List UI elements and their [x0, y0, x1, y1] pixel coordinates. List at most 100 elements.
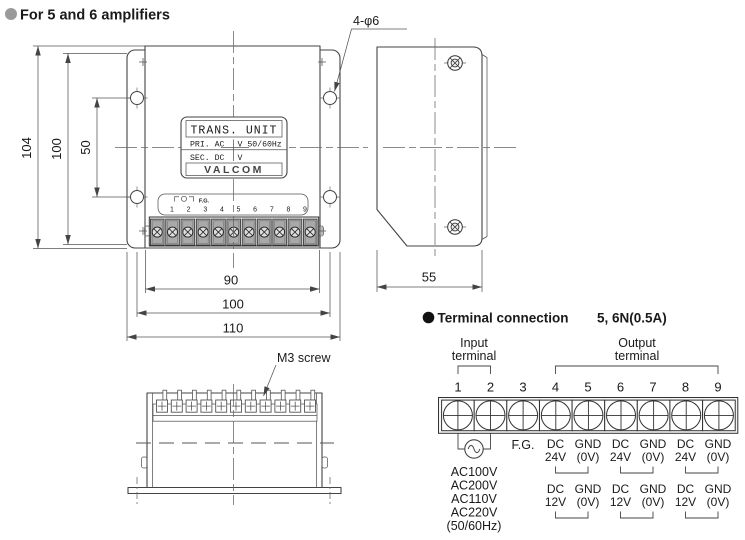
screw-terminal-icon: [506, 399, 540, 432]
terminal-number: 4: [220, 207, 224, 214]
screw-terminal-icon: [165, 218, 180, 246]
m3-callout: M3 screw: [263, 351, 331, 397]
terminal-number-plate: F.G. 1 2 3 4 5 6 7 8 9: [157, 193, 309, 216]
nameplate: TRANS. UNIT PRI. AC V 50/60Hz SEC. DC V …: [180, 116, 288, 179]
dc-label: DC: [677, 437, 695, 451]
terminal-number: 5: [237, 207, 241, 214]
screw-terminal-icon: [195, 218, 211, 246]
side-tab: [321, 456, 328, 469]
screw-terminal-icon: [669, 399, 704, 432]
terminal-number: 6: [253, 207, 257, 214]
conn-terminal-number: 6: [617, 380, 624, 395]
gnd-label: GND: [705, 482, 732, 496]
v24-label: 24V: [675, 450, 696, 464]
base-plate: [127, 486, 342, 495]
sine-wave-icon: [467, 444, 481, 454]
hole-callout: 4-φ6: [334, 14, 407, 92]
output-terminal-label: Output: [618, 336, 656, 350]
screw-terminal-icon: [257, 218, 272, 246]
conn-terminal-number: 7: [649, 380, 656, 395]
nameplate-pri-value: V 50/60Hz: [238, 140, 282, 150]
side-flange-edge: [481, 54, 488, 240]
pair-bracket: [555, 466, 589, 474]
ground-symbol-icon: [174, 196, 194, 202]
conn-terminal-number: 1: [454, 380, 461, 395]
v12-label: 12V: [675, 495, 696, 509]
output-24v-row: DC 24V GND (0V) DC 24V GND (0V) DC 24V G…: [545, 437, 732, 474]
terminal-number: 7: [270, 207, 274, 214]
dimension-55: 55: [376, 250, 483, 292]
dc-label: DC: [547, 482, 565, 496]
output-12v-row: DC 12V GND (0V) DC 12V GND (0V) DC 12V G…: [545, 482, 732, 519]
dim-100-vertical: 100: [49, 138, 64, 160]
m3-callout-label: M3 screw: [277, 351, 331, 365]
nameplate-centermark: [221, 139, 249, 161]
dim-110: 110: [223, 321, 244, 336]
screw-terminal-icon: [702, 399, 736, 432]
ac-option: AC220V: [451, 506, 498, 520]
ac-option: AC100V: [451, 465, 498, 479]
pair-bracket: [620, 511, 654, 519]
screw-terminal-icon: [473, 399, 508, 432]
dim-50: 50: [78, 140, 93, 154]
pair-bracket: [555, 511, 589, 519]
screw-terminal-icon: [287, 218, 303, 246]
screw-terminal-icon: [272, 218, 287, 246]
dim-90: 90: [224, 273, 238, 288]
screw-terminal-icon: [241, 218, 257, 246]
fg-label: F.G.: [512, 438, 535, 452]
screw-terminal-icon: [604, 399, 638, 432]
heading-bullet-icon: [422, 311, 435, 324]
zero-label: (0V): [577, 495, 600, 509]
nameplate-sec-value: V: [238, 154, 243, 163]
ground-symbol-icon: [181, 195, 187, 202]
terminal-number: 3: [203, 207, 207, 214]
v12-label: 12V: [545, 495, 566, 509]
section-bullet-icon: [5, 8, 17, 20]
terminal-number: 8: [286, 207, 290, 214]
side-view: 55: [376, 38, 516, 292]
output-bracket: [555, 365, 719, 374]
gnd-label: GND: [640, 437, 667, 451]
terminal-number: 1: [170, 207, 174, 214]
screw-terminal-icon: [149, 218, 165, 246]
pair-bracket: [685, 466, 719, 474]
conn-terminal-number: 5: [584, 380, 591, 395]
gnd-label: GND: [705, 437, 732, 451]
page-title: For 5 and 6 amplifiers: [20, 8, 170, 24]
hole-callout-label: 4-φ6: [353, 14, 379, 28]
v24-label: 24V: [610, 450, 631, 464]
nameplate-pri: PRI. AC: [190, 141, 224, 150]
connection-rating: 5, 6N(0.5A): [597, 311, 667, 326]
bottom-view: M3 screw: [127, 351, 342, 505]
input-terminal-label: terminal: [452, 349, 496, 363]
screw-terminal-icon: [441, 399, 475, 432]
screw-terminal-icon: [180, 218, 196, 246]
section-title: For 5 and 6 amplifiers: [5, 8, 170, 24]
screw-terminal-icon: [539, 399, 573, 432]
conn-terminal-number: 2: [487, 380, 494, 395]
screw-terminal-icon: [211, 218, 226, 246]
dc-label: DC: [677, 482, 695, 496]
terminal-strip: [144, 216, 324, 247]
pair-bracket: [620, 466, 654, 474]
terminal-connection: Terminal connection 5, 6N(0.5A) Input te…: [422, 311, 739, 533]
ac-frequency: (50/60Hz): [447, 519, 502, 533]
zero-label: (0V): [707, 495, 730, 509]
v12-label: 12V: [610, 495, 631, 509]
conn-terminal-number: 8: [682, 380, 689, 395]
terminal-number: 2: [187, 207, 191, 214]
gnd-label: GND: [575, 482, 602, 496]
input-wires: [457, 433, 491, 450]
zero-label: (0V): [577, 450, 600, 464]
fg-label: F.G.: [199, 199, 210, 205]
screw-terminal-icon: [636, 399, 671, 432]
ac-input-circuit: AC100V AC200V AC110V AC220V (50/60Hz): [447, 433, 502, 533]
dim-55: 55: [422, 270, 436, 285]
ac-option: AC110V: [451, 492, 497, 506]
gnd-label: GND: [640, 482, 667, 496]
conn-terminal-number: 3: [519, 380, 526, 395]
dimensions-bottom: 90 100 110: [126, 250, 341, 341]
zero-label: (0V): [642, 495, 665, 509]
